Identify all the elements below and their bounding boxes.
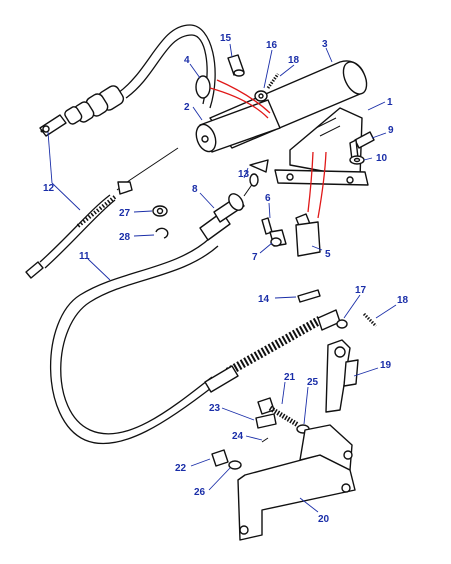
label-part-18-lower: 18	[397, 295, 409, 306]
label-part-24: 24	[232, 431, 244, 442]
label-part-10: 10	[376, 153, 388, 164]
label-part-2: 2	[184, 102, 190, 113]
label-part-20: 20	[318, 514, 330, 525]
handbrake-lever	[195, 60, 375, 186]
part-labels: 1 2 3 4 5 6 7 8 9 10 11 12 13 14 15 16 1…	[43, 33, 409, 525]
label-part-17: 17	[355, 285, 367, 296]
label-part-22: 22	[175, 463, 187, 474]
label-part-7: 7	[252, 252, 258, 263]
nut-and-clip	[152, 205, 169, 239]
label-part-28: 28	[119, 232, 131, 243]
label-part-9: 9	[388, 125, 394, 136]
pawl-rod	[261, 213, 321, 257]
leader-lines	[47, 43, 397, 513]
label-part-13: 13	[238, 169, 250, 180]
label-part-14: 14	[258, 294, 270, 305]
label-part-3: 3	[322, 39, 328, 50]
label-part-25: 25	[307, 377, 319, 388]
lower-cable-assembly	[49, 159, 341, 445]
label-part-5: 5	[325, 249, 331, 260]
label-part-11: 11	[79, 251, 90, 262]
label-part-23: 23	[209, 403, 221, 414]
label-part-21: 21	[284, 372, 296, 383]
label-part-18-upper: 18	[288, 55, 300, 66]
label-part-15: 15	[220, 33, 232, 44]
label-part-8: 8	[192, 184, 198, 195]
label-part-6: 6	[265, 193, 271, 204]
label-part-26: 26	[194, 487, 206, 498]
lever-small-parts	[195, 54, 280, 102]
label-part-19: 19	[380, 360, 392, 371]
label-part-27: 27	[119, 208, 131, 219]
label-part-4: 4	[184, 55, 190, 66]
upper-cable-assembly	[25, 24, 216, 279]
callout-lines	[209, 79, 327, 219]
label-part-16: 16	[266, 40, 278, 51]
lower-linkage	[211, 289, 378, 541]
label-part-1: 1	[387, 97, 393, 108]
label-part-12: 12	[43, 183, 55, 194]
